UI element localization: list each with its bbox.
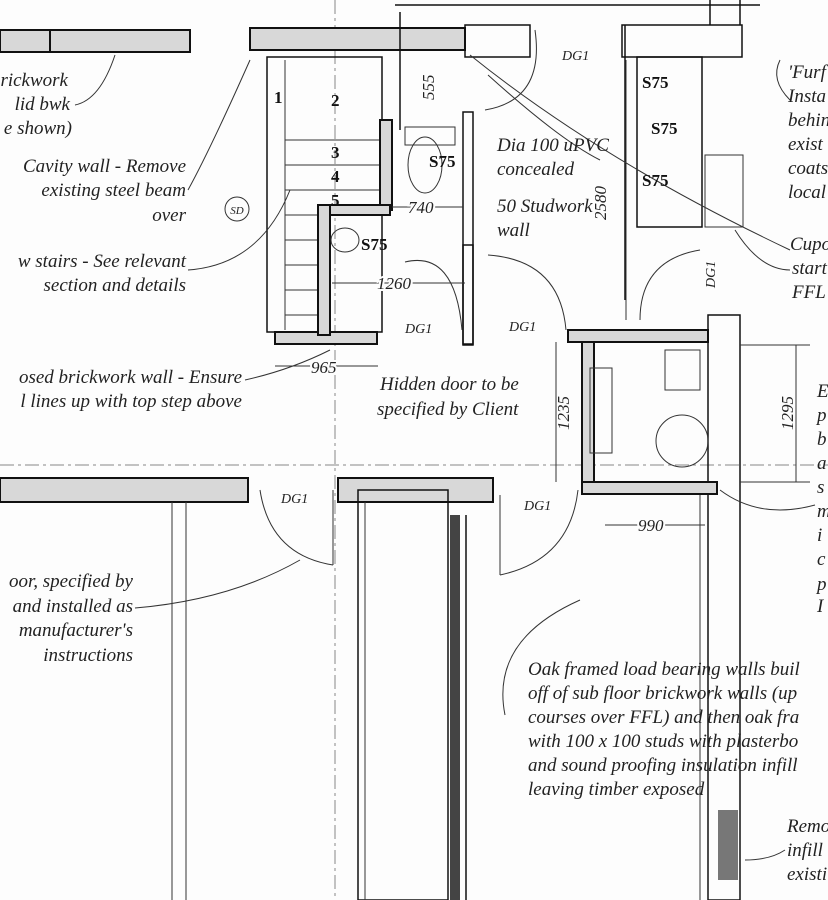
note-hidden-door: specified by Client <box>377 399 519 420</box>
note-right: b <box>817 429 827 450</box>
note-cavity-wall: Cavity wall - Remove <box>23 156 186 177</box>
note-stairs: section and details <box>44 275 186 296</box>
fixture-tag: S75 <box>651 119 677 138</box>
note-right: i <box>817 525 822 546</box>
note-right: p <box>815 405 827 426</box>
note-cupboard: FFL <box>791 282 826 303</box>
note-right: p <box>815 574 827 595</box>
stair-number: 3 <box>331 143 340 162</box>
note-right: I <box>816 596 825 617</box>
note-remove: infill <box>787 840 823 861</box>
note-furfix: exist <box>788 134 824 155</box>
fixture-tag: S75 <box>361 235 387 254</box>
note-furfix: local <box>788 182 826 203</box>
door-tag: DG1 <box>704 261 719 289</box>
note-furfix: Insta <box>787 86 826 107</box>
dimension-990: 990 <box>638 516 664 535</box>
note-remove: Remo <box>786 816 828 837</box>
note-door: and installed as <box>13 596 133 617</box>
fixture-tag: S75 <box>429 152 455 171</box>
stair-number: 4 <box>331 167 340 186</box>
section-marker: SD <box>230 205 244 217</box>
stair-number: 1 <box>274 88 283 107</box>
note-right: c <box>817 549 826 570</box>
note-oak-frame: off of sub floor brickwork walls (up <box>528 683 797 704</box>
fixture-tag: S75 <box>642 171 668 190</box>
note-exposed-brickwork: osed brickwork wall - Ensure <box>19 367 242 388</box>
note-cavity-wall: over <box>152 205 186 226</box>
note-studwork: 50 Studwork <box>497 196 593 217</box>
note-pipe: concealed <box>497 159 575 180</box>
door-tag: DG1 <box>404 322 432 337</box>
note-oak-frame: leaving timber exposed <box>528 779 705 800</box>
note-remove: existi <box>787 864 827 885</box>
note-brickwork: lid bwk <box>15 94 71 115</box>
fixture-tag: S75 <box>642 73 668 92</box>
note-furfix: coats <box>788 158 828 179</box>
note-exposed-brickwork: l lines up with top step above <box>20 391 242 412</box>
door-tag: DG1 <box>523 499 551 514</box>
dimension-1260: 1260 <box>377 274 412 293</box>
note-right: a <box>817 453 827 474</box>
stair-number: 5 <box>331 191 340 210</box>
note-cupboard: Cupo <box>790 234 828 255</box>
note-oak-frame: courses over FFL) and then oak fra <box>528 707 799 728</box>
note-stairs: w stairs - See relevant <box>18 251 187 272</box>
note-right: m <box>817 501 828 522</box>
door-tag: DG1 <box>280 492 308 507</box>
dimension-2580: 2580 <box>591 186 610 221</box>
note-brickwork: rickwork <box>0 70 68 91</box>
note-furfix: behin <box>788 110 828 131</box>
door-tag: DG1 <box>508 320 536 335</box>
note-oak-frame: Oak framed load bearing walls buil <box>528 659 800 680</box>
stair-number: 2 <box>331 91 340 110</box>
note-hidden-door: Hidden door to be <box>379 374 519 395</box>
note-cavity-wall: existing steel beam <box>41 180 186 201</box>
note-oak-frame: and sound proofing insulation infill <box>528 755 798 776</box>
door-tag: DG1 <box>561 49 589 64</box>
note-right: s <box>817 477 824 498</box>
dimension-740: 740 <box>408 198 434 217</box>
note-door: manufacturer's <box>19 620 133 641</box>
note-right: E <box>816 381 828 402</box>
note-oak-frame: with 100 x 100 studs with plasterbo <box>528 731 798 752</box>
dimension-1295: 1295 <box>778 396 797 430</box>
note-door: oor, specified by <box>9 571 134 592</box>
note-door: instructions <box>43 645 133 666</box>
dimension-1235: 1235 <box>554 396 573 430</box>
note-brickwork: e shown) <box>4 118 72 139</box>
dimension-965: 965 <box>311 358 337 377</box>
note-studwork: wall <box>497 220 530 241</box>
wall <box>49 29 191 53</box>
note-cupboard: start <box>792 258 828 279</box>
note-pipe: Dia 100 uPVC <box>496 135 609 156</box>
dimension-555: 555 <box>419 75 438 101</box>
note-furfix: 'Furf <box>788 62 828 83</box>
